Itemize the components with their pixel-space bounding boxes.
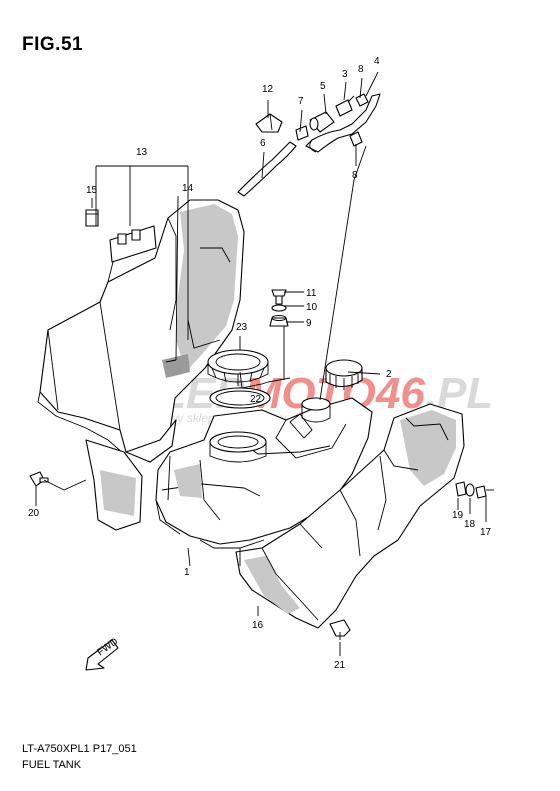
callout-22: 22 [250,394,262,405]
callout-21: 21 [334,660,346,671]
figure-title: FIG.51 [22,34,84,55]
clamp-7 [295,125,309,141]
callout-14: 14 [182,183,194,194]
callout-7: 7 [298,96,304,107]
callout-16: 16 [252,620,264,631]
clamp-8-upper [355,93,369,107]
breather-hose [237,141,297,197]
callout-12: 12 [262,84,274,95]
callout-8-lower: 8 [352,170,358,181]
diagram-code: LT-A750XPL1 P17_051 [22,743,137,755]
callout-4: 4 [374,56,380,67]
callout-numbers: 1 2 3 4 5 6 7 8 8 9 10 11 12 13 14 15 16… [28,56,492,671]
callout-19: 19 [452,510,464,521]
callout-15: 15 [86,185,98,196]
hose-clip-12 [255,113,283,133]
valve-5 [309,111,335,133]
separator-3 [335,95,355,117]
clamp-8-lower [349,131,363,147]
filler-gasket [209,387,271,409]
left-fastener [29,471,49,487]
callout-10: 10 [306,302,318,313]
callout-9: 9 [306,318,312,329]
fuel-tank [155,397,373,549]
callout-17: 17 [480,527,492,538]
vent-hose [305,93,381,153]
callout-13: 13 [136,147,148,158]
bushing-bolt-set [455,481,494,499]
right-side-cover [235,403,465,629]
callout-23: 23 [236,322,248,333]
filler-ring [207,349,269,386]
callout-2: 2 [386,369,392,380]
fastener-stack [269,289,289,327]
push-clip [329,619,351,640]
callout-5: 5 [320,81,326,92]
assembly-name: FUEL TANK [22,759,82,771]
callout-6: 6 [260,138,266,149]
callout-20: 20 [28,508,40,519]
fwd-arrow-icon: FWD [85,636,120,671]
left-side-cover [37,199,245,531]
callout-3: 3 [342,69,348,80]
callout-11: 11 [306,288,317,299]
callout-18: 18 [464,519,476,530]
callout-1: 1 [184,567,190,578]
callout-8-upper: 8 [358,64,364,75]
leader-lines [35,71,487,656]
fuel-cap [325,359,363,390]
